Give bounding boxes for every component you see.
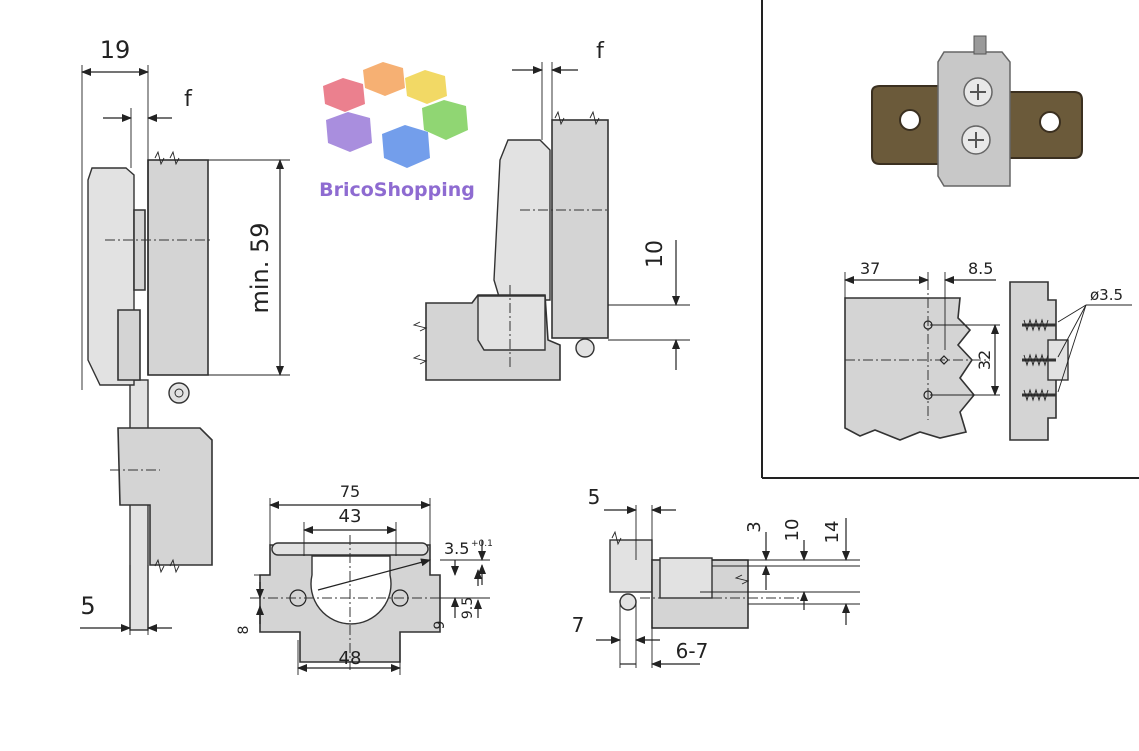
logo-petal <box>323 78 365 112</box>
overlay-hinge-view: 19 f min. 59 5 <box>80 36 290 635</box>
dim-plate-48: 48 <box>339 648 362 669</box>
hinge-cup <box>133 209 146 291</box>
hinge-arm-2 <box>493 139 551 301</box>
logo-petal <box>405 70 447 104</box>
dim-diameter: ø3.5 <box>1090 286 1123 304</box>
pivot-3 <box>619 593 637 611</box>
dim-depth-3-5: 3.5 <box>444 539 469 558</box>
screw-bottom <box>1022 388 1056 402</box>
mounting-plate-2 <box>477 295 546 351</box>
mounting-plate-photo <box>871 35 1083 187</box>
dim-small-14: 14 <box>822 521 843 544</box>
dim-overlay-19: 19 <box>100 36 131 64</box>
dim-small-10: 10 <box>782 519 803 542</box>
hinge-pivot <box>168 382 190 404</box>
dim-32: 32 <box>975 350 994 370</box>
dim-offset-10: 10 <box>643 240 668 268</box>
drill-center <box>939 355 949 365</box>
dim-small-7: 7 <box>572 613 585 637</box>
logo-petal <box>363 62 405 96</box>
door-edge <box>609 539 653 593</box>
brand-logo: BricoShopping <box>319 62 475 201</box>
dim-hole-8: 8 <box>236 626 252 635</box>
screw-top <box>1022 318 1056 332</box>
screw-middle <box>1022 353 1056 367</box>
logo-petal <box>382 125 430 168</box>
dim-min-59: min. 59 <box>246 222 274 313</box>
dim-small-5: 5 <box>588 485 601 509</box>
inset-hinge-view: f 10 <box>412 39 690 381</box>
logo-petal <box>422 100 468 140</box>
dim-side-5: 5 <box>80 592 95 620</box>
dim-gap-f-right: f <box>596 39 605 64</box>
pivot-2 <box>575 338 595 358</box>
dim-hole-9-5: 9.5 <box>460 597 476 619</box>
dim-small-3: 3 <box>744 521 765 532</box>
door-panel-2 <box>551 119 609 339</box>
cup-recess <box>310 555 392 625</box>
dim-plate-75: 75 <box>340 482 360 501</box>
inset-panel: 37 8.5 32 ø3.5 <box>761 0 1139 479</box>
logo-text: BricoShopping <box>319 179 475 201</box>
cabinet-section <box>844 297 976 441</box>
dim-plate-43: 43 <box>339 506 362 527</box>
hinge-knuckle <box>117 309 141 381</box>
dim-range-6-7: 6-7 <box>676 639 709 663</box>
plate-plan-view: 75 43 48 3.5 +0.1 9 9.5 8 <box>236 482 493 675</box>
plate-side-view: 5 3 10 14 7 6-7 <box>572 485 860 668</box>
dim-hole-9: 9 <box>432 621 448 630</box>
dim-37: 37 <box>860 259 880 278</box>
mounting-plate <box>117 427 213 566</box>
logo-petal <box>326 112 372 152</box>
door-panel <box>147 159 209 376</box>
dim-gap-f-left: f <box>184 87 193 112</box>
dim-8-5: 8.5 <box>968 259 993 278</box>
